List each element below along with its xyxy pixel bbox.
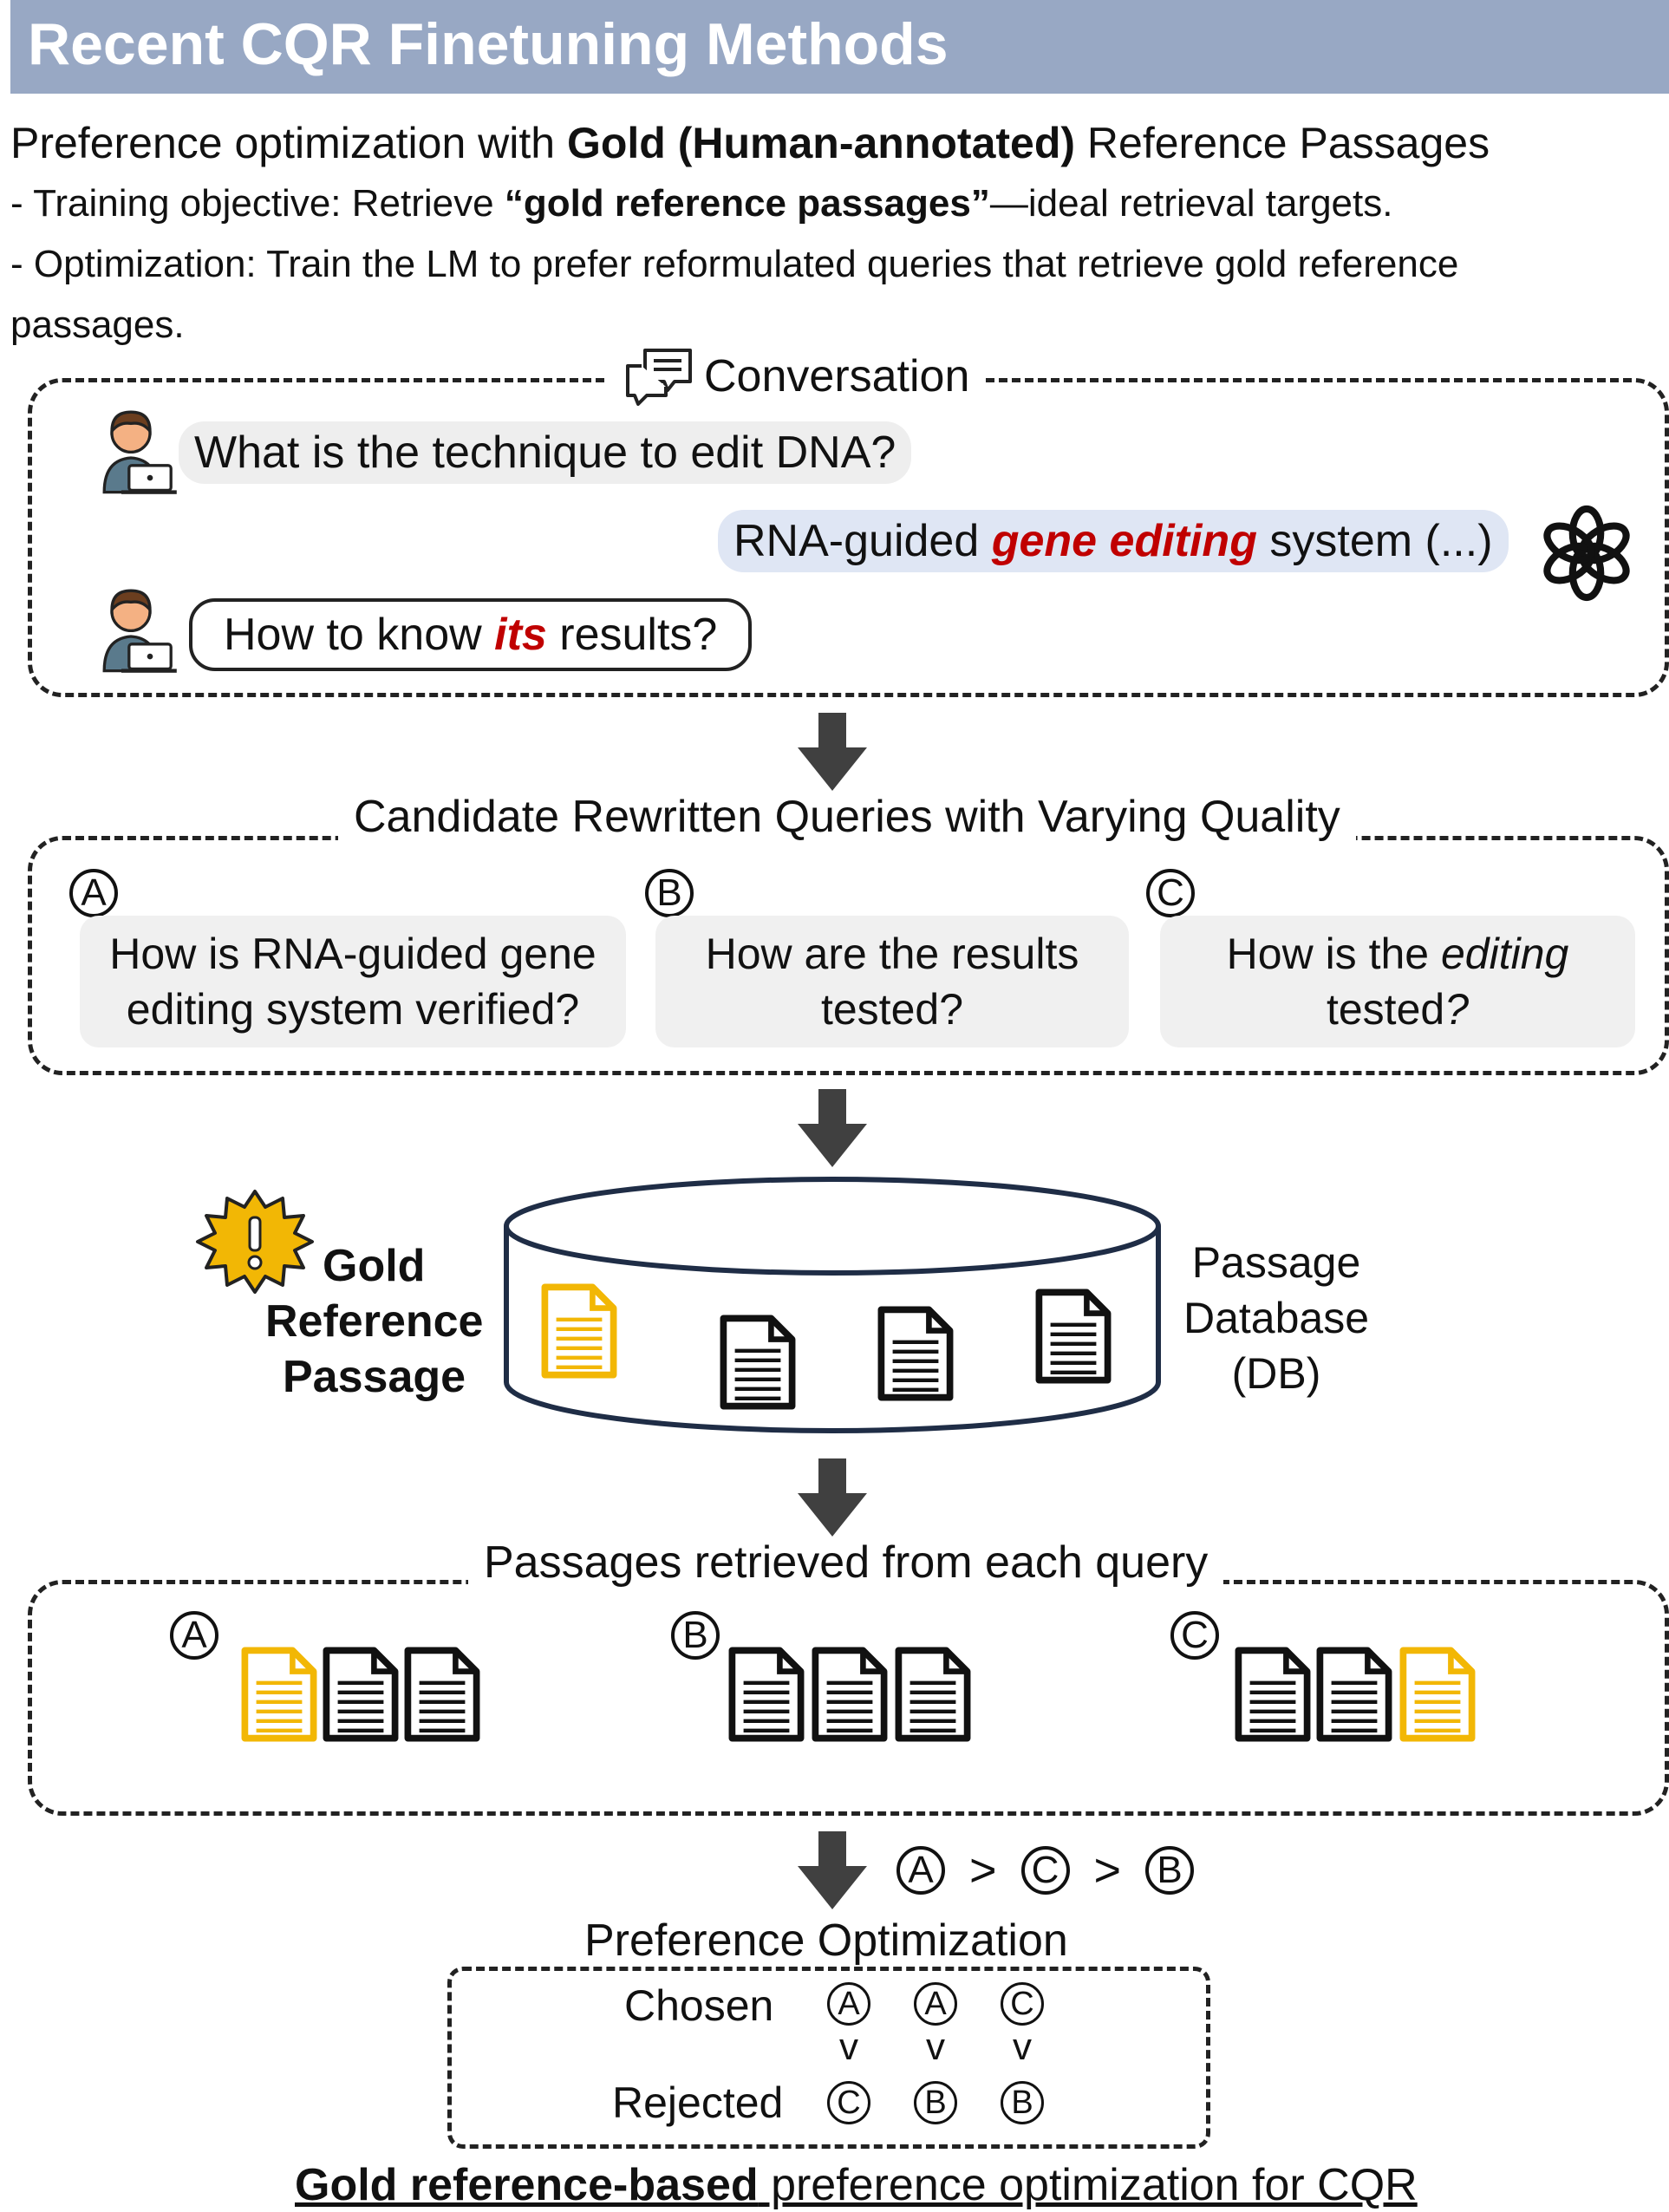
candidate-card-c: How is the editing tested? xyxy=(1160,916,1635,1047)
document-icon xyxy=(877,1306,954,1401)
document-icon xyxy=(1235,1646,1311,1743)
assistant-logo-icon xyxy=(1543,505,1630,602)
page-title: Recent CQR Finetuning Methods xyxy=(28,11,949,77)
arrow-down-icon xyxy=(798,1089,867,1167)
candidates-label: Candidate Rewritten Queries with Varying… xyxy=(338,791,1356,843)
rank-second: C xyxy=(1020,1846,1070,1895)
candidate-c-text: How is the xyxy=(1226,930,1441,978)
marker-a: A xyxy=(69,869,118,917)
bullet-text-end: —ideal retrieval targets. xyxy=(989,182,1393,225)
compare-symbol: v xyxy=(1013,2026,1032,2068)
assistant-text: RNA-guided xyxy=(733,516,992,566)
footer-bold: Gold reference-based xyxy=(295,2160,759,2210)
retrieved-marker-a: A xyxy=(170,1611,218,1660)
heading-text-end: Reference Passages xyxy=(1075,119,1490,167)
bullet-optimization-cont: passages. xyxy=(10,303,185,346)
db-label-line-3: (DB) xyxy=(1231,1349,1321,1398)
alert-burst-icon xyxy=(196,1190,314,1294)
gold-label-line-3: Passage xyxy=(283,1352,466,1402)
document-icon xyxy=(1316,1646,1392,1743)
bullet-text: - Training objective: Retrieve xyxy=(10,182,505,225)
title-bar: Recent CQR Finetuning Methods xyxy=(10,0,1669,94)
document-icon xyxy=(812,1646,888,1743)
bullet-optimization: - Optimization: Train the LM to prefer r… xyxy=(10,243,1459,285)
assistant-message: RNA-guided gene editing system (...) xyxy=(718,510,1509,572)
candidate-c-italic: editing xyxy=(1440,930,1569,978)
arrow-down-icon xyxy=(798,1831,867,1909)
user-message-1: What is the technique to edit DNA? xyxy=(179,421,912,484)
rank-separator: > xyxy=(969,1844,997,1896)
rank-third: B xyxy=(1145,1846,1195,1895)
marker-b: B xyxy=(645,869,694,917)
user-message-2-text-end: results? xyxy=(546,610,718,660)
document-icon xyxy=(728,1646,805,1743)
rejected-1: C xyxy=(827,2081,870,2124)
retrieved-label: Passages retrieved from each query xyxy=(468,1537,1224,1589)
candidate-c-text-mid: tested xyxy=(1326,985,1445,1034)
marker-c: C xyxy=(1146,869,1195,917)
rejected-label: Rejected xyxy=(612,2078,784,2127)
heading-bold: Gold (Human-annotated) xyxy=(566,119,1076,167)
db-label-line-1: Passage xyxy=(1191,1238,1361,1287)
retrieved-marker-c: C xyxy=(1170,1611,1219,1660)
bullet-bold: “gold reference passages” xyxy=(504,182,990,225)
chosen-1: A xyxy=(827,1982,870,2026)
conversation-label-text: Conversation xyxy=(704,351,970,401)
compare-symbol: v xyxy=(926,2026,945,2068)
arrow-down-icon xyxy=(798,713,867,791)
candidate-card-b: How are the results tested? xyxy=(655,916,1129,1047)
preference-box xyxy=(447,1967,1210,2149)
document-icon xyxy=(323,1646,399,1743)
document-icon xyxy=(895,1646,971,1743)
conversation-label: Conversation xyxy=(607,345,986,408)
assistant-highlight: gene editing xyxy=(991,516,1257,566)
compare-symbol: v xyxy=(839,2026,858,2068)
preference-label: Preference Optimization xyxy=(569,1915,1084,1967)
arrow-down-icon xyxy=(798,1458,867,1537)
rejected-2: B xyxy=(914,2081,957,2124)
chosen-label: Chosen xyxy=(624,1981,774,2030)
heading-text: Preference optimization with xyxy=(10,119,567,167)
footer-caption: Gold reference-based preference optimiza… xyxy=(295,2159,1418,2211)
gold-label-line-2: Reference xyxy=(265,1296,484,1347)
section-heading: Preference optimization with Gold (Human… xyxy=(10,118,1490,168)
db-label-line-2: Database xyxy=(1183,1294,1370,1342)
gold-document-icon xyxy=(541,1283,617,1379)
ranking: A > C > B xyxy=(896,1843,1195,1897)
gold-document-icon xyxy=(1399,1646,1476,1743)
chosen-2: A xyxy=(914,1982,957,2026)
candidate-c-italic-end: ? xyxy=(1444,985,1470,1034)
document-icon xyxy=(720,1315,796,1410)
footer-text: preference optimization for CQR xyxy=(758,2160,1418,2210)
gold-label-line-1: Gold xyxy=(323,1241,426,1291)
user-avatar-icon xyxy=(83,401,179,496)
rank-first: A xyxy=(896,1846,945,1895)
candidate-card-a: How is RNA-guided gene editing system ve… xyxy=(80,916,626,1047)
bullet-objective: - Training objective: Retrieve “gold ref… xyxy=(10,182,1392,225)
document-icon xyxy=(404,1646,480,1743)
rejected-3: B xyxy=(1001,2081,1044,2124)
user-avatar-icon-2 xyxy=(83,579,179,675)
document-icon xyxy=(1035,1289,1112,1384)
passage-database-cylinder xyxy=(504,1177,1161,1433)
user-message-2-highlight: its xyxy=(494,610,547,660)
user-message-2-text: How to know xyxy=(224,610,495,660)
user-message-2: How to know its results? xyxy=(189,598,753,671)
chosen-3: C xyxy=(1001,1982,1044,2026)
assistant-text-end: system (...) xyxy=(1256,516,1493,566)
gold-document-icon xyxy=(241,1646,317,1743)
rank-separator: > xyxy=(1093,1844,1122,1896)
retrieved-marker-b: B xyxy=(671,1611,720,1660)
chat-icon xyxy=(626,349,692,406)
